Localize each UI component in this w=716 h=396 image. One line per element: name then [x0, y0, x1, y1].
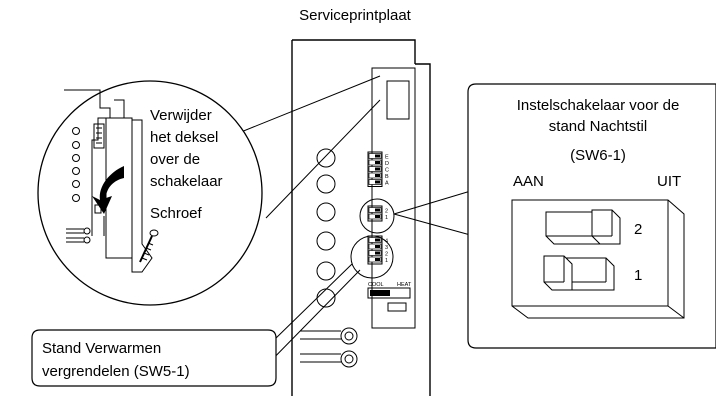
highlight-sw6-1 [359, 198, 395, 234]
screw-label: Schroef [150, 205, 203, 222]
switch-slot-2: 2 [545, 209, 642, 245]
remove-arrow-icon [92, 166, 124, 214]
switch-title-line3: (SW6-1) [570, 147, 626, 164]
dip-toggle-knob [375, 215, 380, 218]
dip-label: D [385, 161, 389, 167]
dip-toggle-knob [375, 180, 380, 184]
dip-label: 3 [385, 245, 388, 251]
switch-title-line1: Instelschakelaar voor de [517, 97, 680, 114]
switch-pos-2: 2 [634, 221, 642, 238]
dipB-body [367, 205, 383, 222]
highlight-sw5-1 [350, 235, 394, 279]
remove-cover-line3: over de [150, 151, 200, 168]
dip-toggle-knob [375, 174, 380, 177]
dip-label: 2 [385, 208, 388, 214]
switch-title-line2: stand Nachtstil [549, 118, 647, 135]
dip-toggle-knob [375, 154, 380, 158]
remove-cover-line2: het deksel [150, 129, 218, 146]
heating-lock-line2: vergrendelen (SW5-1) [42, 363, 190, 380]
board-terminals [300, 327, 358, 368]
remove-cover-line1: Verwijder [150, 107, 212, 124]
night-quiet-switch-callout: Instelschakelaar voor de stand Nachtstil… [393, 83, 716, 349]
dip-toggle-knob [375, 251, 380, 255]
heating-lock-line1: Stand Verwarmen [42, 340, 161, 357]
pcb-title: Serviceprintplaat [299, 7, 412, 24]
screw-icon [139, 229, 159, 263]
cover-magnifier: Verwijder het deksel over de schakelaar … [37, 75, 381, 306]
dipA-body [367, 151, 383, 187]
dip-label: E [385, 154, 389, 160]
dip-label: 2 [385, 251, 388, 257]
dip-label: C [385, 167, 389, 173]
remove-cover-line4: schakelaar [150, 173, 223, 190]
switch-slot-1: 1 [543, 255, 642, 291]
cool-heat-slide: COOL HEAT [367, 282, 412, 299]
heating-lock-callout: Stand Verwarmen vergrendelen (SW5-1) [31, 263, 361, 387]
dip-label: B [385, 174, 389, 180]
dip-toggle-knob [375, 161, 380, 164]
dip-toggle-knob [375, 258, 380, 261]
switch-pos-1: 1 [634, 267, 642, 284]
dip-label: 1 [385, 215, 388, 221]
dip-toggle-knob [375, 238, 380, 242]
switch-on-label: AAN [513, 173, 544, 190]
board-cool-label: COOL [368, 282, 384, 288]
dip-switch-sw6-1: 21 [367, 205, 388, 222]
dip-toggle-knob [375, 167, 380, 171]
dip-label: A [385, 180, 389, 186]
dip-label: 1 [385, 258, 388, 264]
dip-toggle-knob [375, 208, 380, 212]
dip-toggle-knob [375, 245, 380, 248]
board-heat-label: HEAT [397, 282, 412, 288]
switch-off-label: UIT [657, 173, 681, 190]
